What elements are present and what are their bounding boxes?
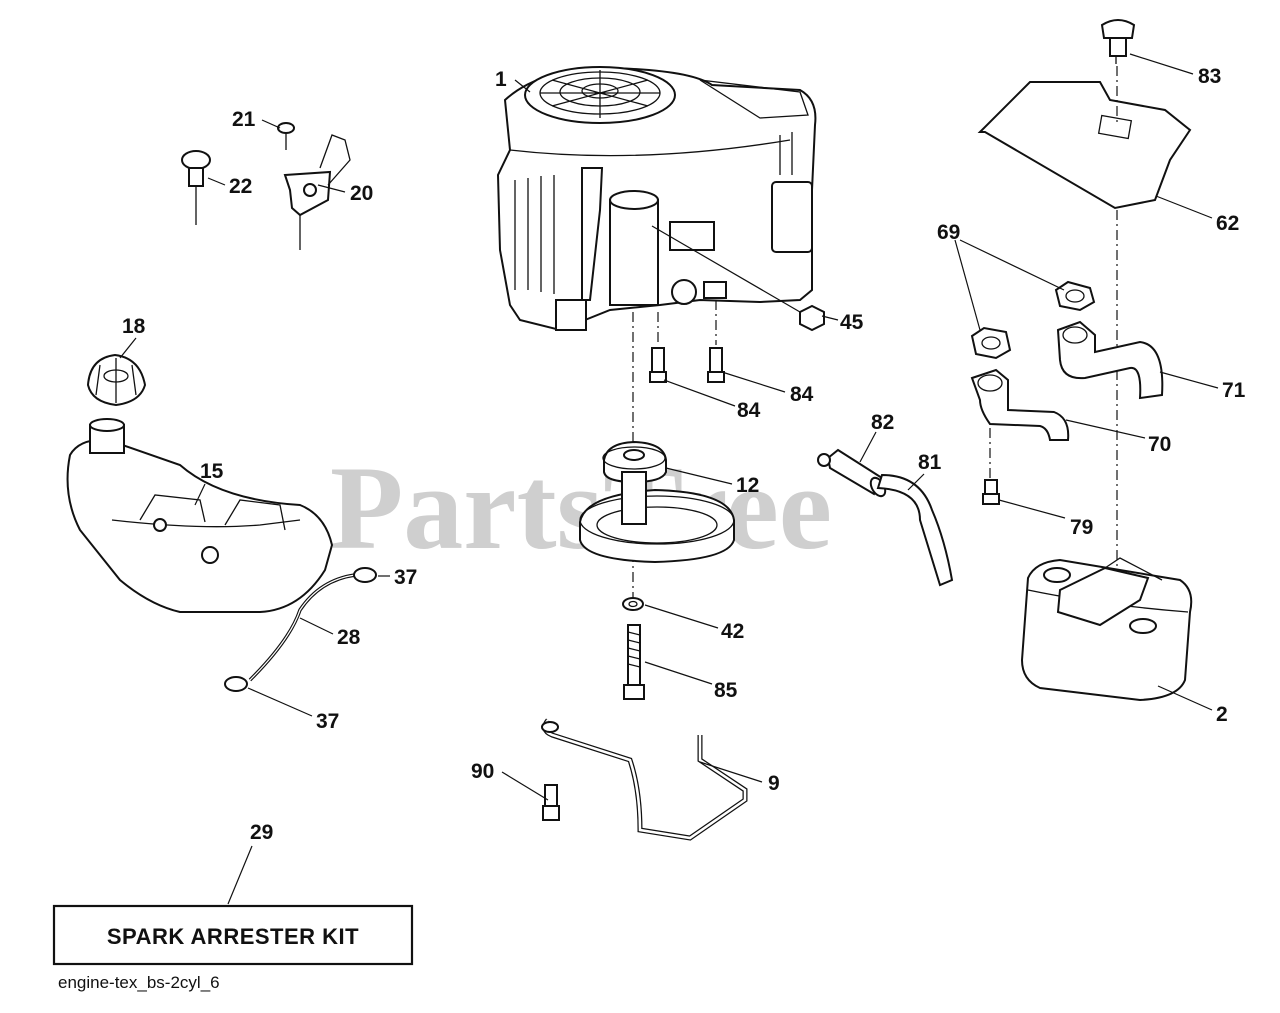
callout-84-left: 84 <box>737 399 761 422</box>
callout-1: 1 <box>495 68 507 91</box>
spark-arrester-kit-box[interactable]: SPARK ARRESTER KIT <box>52 904 414 966</box>
choke-knob[interactable] <box>181 150 211 225</box>
gasket-69-upper[interactable] <box>1054 280 1096 312</box>
hose-81[interactable] <box>876 473 954 587</box>
callout-82: 82 <box>871 411 894 434</box>
callout-90: 90 <box>471 760 494 783</box>
callout-79: 79 <box>1070 516 1093 539</box>
exhaust-pipe-71[interactable] <box>1056 320 1164 400</box>
diagram-id: engine-tex_bs-2cyl_6 <box>58 973 220 992</box>
screw-90[interactable] <box>542 784 560 821</box>
callout-12: 12 <box>736 474 759 497</box>
callout-29: 29 <box>250 821 273 844</box>
callout-83: 83 <box>1198 65 1221 88</box>
bolt-79[interactable] <box>982 479 1000 505</box>
washer-42[interactable] <box>622 597 644 611</box>
fuel-line[interactable] <box>248 573 356 682</box>
callout-20: 20 <box>350 182 373 205</box>
gasket-69-lower[interactable] <box>970 326 1012 360</box>
callout-45: 45 <box>840 311 864 334</box>
fuel-cap[interactable] <box>86 353 147 407</box>
callout-37-upper: 37 <box>394 566 417 589</box>
throttle-control-bracket[interactable] <box>283 134 351 250</box>
callout-62: 62 <box>1216 212 1239 235</box>
engine[interactable] <box>496 66 817 332</box>
engine-pulley[interactable] <box>579 440 735 564</box>
callout-28: 28 <box>337 626 361 649</box>
callout-81: 81 <box>918 451 942 474</box>
heat-shield-62[interactable] <box>977 81 1192 210</box>
bolt-83[interactable] <box>1100 19 1136 64</box>
callout-85: 85 <box>714 679 738 702</box>
callout-21: 21 <box>232 108 256 131</box>
fuel-tank[interactable] <box>66 418 334 613</box>
bolt-84-left[interactable] <box>649 347 667 383</box>
callout-9: 9 <box>768 772 780 795</box>
callout-42: 42 <box>721 620 744 643</box>
callout-70: 70 <box>1148 433 1171 456</box>
rod-9[interactable] <box>541 718 748 841</box>
exhaust-pipe-70[interactable] <box>970 368 1070 441</box>
screw-21[interactable] <box>277 122 295 150</box>
hose-clamp-lower[interactable] <box>224 676 248 692</box>
callout-22: 22 <box>229 175 252 198</box>
bolt-85[interactable] <box>623 624 645 700</box>
callout-15: 15 <box>200 460 224 483</box>
hose-clamp-upper[interactable] <box>353 567 377 583</box>
callout-84-right: 84 <box>790 383 814 406</box>
fitting-45[interactable] <box>799 304 825 332</box>
callout-69: 69 <box>937 221 960 244</box>
bolt-84-right[interactable] <box>707 347 725 383</box>
callout-18: 18 <box>122 315 146 338</box>
spark-arrester-kit-label: SPARK ARRESTER KIT <box>107 924 359 949</box>
callout-37-lower: 37 <box>316 710 339 733</box>
callout-71: 71 <box>1222 379 1246 402</box>
watermark: PartsTree <box>330 441 832 574</box>
callout-2: 2 <box>1216 703 1228 726</box>
muffler-2[interactable] <box>1020 557 1193 702</box>
